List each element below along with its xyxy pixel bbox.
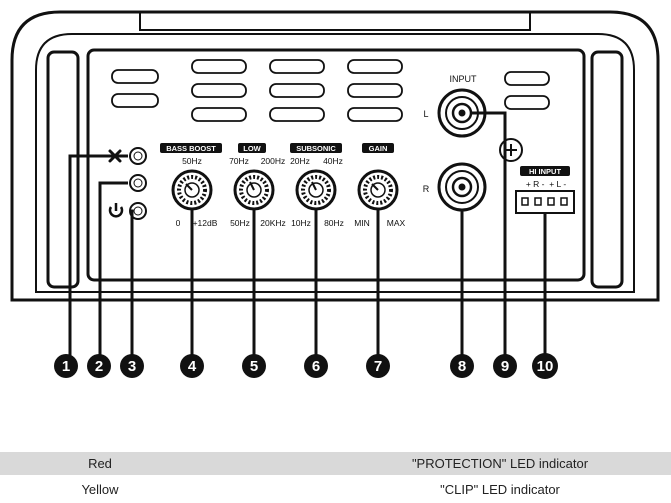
subsonic-top-left-label: 20Hz [290,156,310,166]
input-label: INPUT [450,74,478,84]
low-knob[interactable] [233,169,275,211]
rca-input-left[interactable] [437,88,487,138]
mounting-screw-icon [499,138,523,162]
gain-title: GAIN [369,144,388,153]
protection-led [129,147,147,165]
callout-3: 3 [128,358,136,375]
subsonic-min-label: 10Hz [291,218,311,228]
input-left-label: L [423,109,428,119]
legend-row-yellow: Yellow "CLIP" LED indicator [0,478,671,501]
vent-slots [111,59,550,122]
hi-input-pins: + R - + L - [526,179,566,189]
legend-row-red: Red "PROTECTION" LED indicator [0,452,671,475]
bass-boost-knob[interactable] [171,169,213,211]
legend-desc-protection: "PROTECTION" LED indicator [411,456,589,471]
callout-10: 10 [537,358,554,375]
callout-5: 5 [250,358,258,375]
bass-boost-min-label: 0 [176,218,181,228]
hi-input-title: HI INPUT [529,167,562,176]
gain-max-label: MAX [387,218,406,228]
low-top-right-label: 200Hz [261,156,286,166]
gain-min-label: MIN [354,218,370,228]
callout-6: 6 [312,358,320,375]
power-icon [108,203,124,218]
amplifier-panel-diagram: BASS BOOST LOW SUBSONIC GAIN 50Hz 0 +12d… [10,10,660,379]
legend-desc-clip: "CLIP" LED indicator [440,482,560,497]
callout-1: 1 [62,358,70,375]
low-max-label: 20KHz [260,218,286,228]
callout-leaders [68,111,547,366]
callout-2: 2 [95,358,103,375]
subsonic-title: SUBSONIC [296,144,336,153]
subsonic-max-label: 80Hz [324,218,344,228]
callout-markers: 1 2 3 4 5 6 7 8 9 10 [54,353,558,379]
input-right-label: R [423,184,430,194]
callout-9: 9 [501,358,509,375]
callout-7: 7 [374,358,382,375]
clip-led [129,174,147,192]
callout-8: 8 [458,358,466,375]
low-title: LOW [243,144,261,153]
low-min-label: 50Hz [230,218,250,228]
subsonic-knob[interactable] [295,169,337,211]
amplifier-casing [10,10,660,302]
bass-boost-top-label: 50Hz [182,156,202,166]
subsonic-top-right-label: 40Hz [323,156,343,166]
bass-boost-max-label: +12dB [193,218,218,228]
legend-color-red: Red [88,456,112,471]
gain-knob[interactable] [357,169,399,211]
low-top-left-label: 70Hz [229,156,249,166]
callout-4: 4 [188,358,197,375]
rca-input-right[interactable] [437,162,487,212]
bass-boost-title: BASS BOOST [166,144,216,153]
legend-color-yellow: Yellow [81,482,119,497]
hi-input-terminal[interactable] [515,190,575,214]
